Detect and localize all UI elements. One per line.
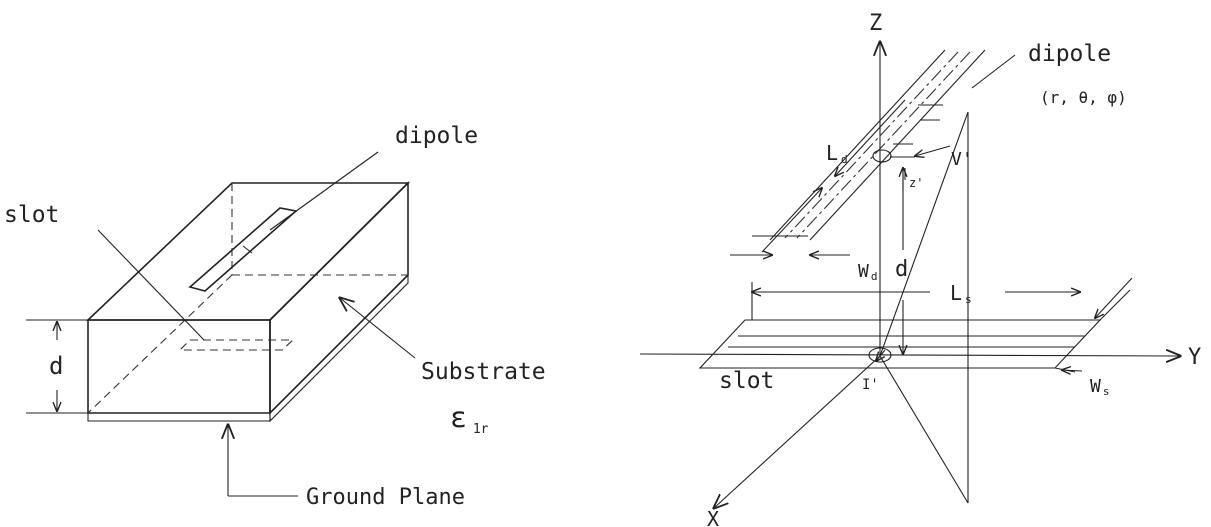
observation-coordinates: (r, θ, φ) bbox=[1040, 88, 1127, 107]
current-label: I' bbox=[862, 377, 879, 393]
substrate-arrow bbox=[340, 298, 416, 359]
observation-point-lines bbox=[879, 111, 969, 504]
dipole-strip bbox=[188, 207, 298, 292]
slot-label: slot bbox=[4, 202, 59, 228]
y-axis-label: Y bbox=[1188, 345, 1201, 370]
dipole-label: dipole bbox=[395, 123, 478, 149]
ground-plane-arrow bbox=[228, 425, 298, 497]
substrate-label: Substrate bbox=[421, 359, 546, 385]
substrate-top-face bbox=[85, 182, 410, 321]
slot-outline-right bbox=[698, 319, 1102, 369]
coordinate-axes bbox=[639, 42, 1180, 508]
substrate-block bbox=[85, 181, 410, 415]
y-axis bbox=[639, 354, 1180, 356]
voltage-label: V' bbox=[951, 149, 973, 170]
height-label: d bbox=[895, 257, 908, 282]
ground-plane-side bbox=[269, 273, 409, 423]
ground-plane bbox=[87, 273, 409, 423]
dipole-feed-gap bbox=[872, 149, 892, 163]
slot-width-dimension bbox=[1054, 277, 1133, 372]
slot-strip bbox=[698, 319, 1102, 369]
z-axis-label: Z bbox=[869, 11, 882, 36]
dipole-label-right: dipole bbox=[1028, 41, 1111, 67]
dipole-leader-right bbox=[971, 54, 1016, 89]
ground-plane-front bbox=[87, 412, 271, 422]
dipole-length-dimension bbox=[752, 99, 906, 253]
substrate-side-face bbox=[269, 181, 409, 415]
slot-length-dimension bbox=[752, 282, 1080, 320]
slot-label-right: slot bbox=[719, 368, 774, 394]
hidden-edges bbox=[87, 183, 408, 414]
dipole-strip-right bbox=[769, 49, 986, 241]
z-prime-label: z' bbox=[909, 176, 923, 190]
x-axis bbox=[714, 355, 881, 508]
dipole-leader bbox=[269, 151, 379, 231]
thickness-label: d bbox=[49, 352, 63, 380]
voltage-arrow bbox=[915, 145, 951, 156]
substrate-front-face bbox=[87, 319, 271, 414]
thickness-dimension bbox=[26, 319, 88, 414]
slot-outline bbox=[178, 339, 295, 351]
x-axis-label: X bbox=[707, 507, 719, 527]
slot-leader bbox=[97, 229, 205, 341]
ground-plane-label: Ground Plane bbox=[306, 485, 465, 510]
current-arrow bbox=[876, 349, 886, 361]
dipole-gap bbox=[242, 245, 253, 254]
